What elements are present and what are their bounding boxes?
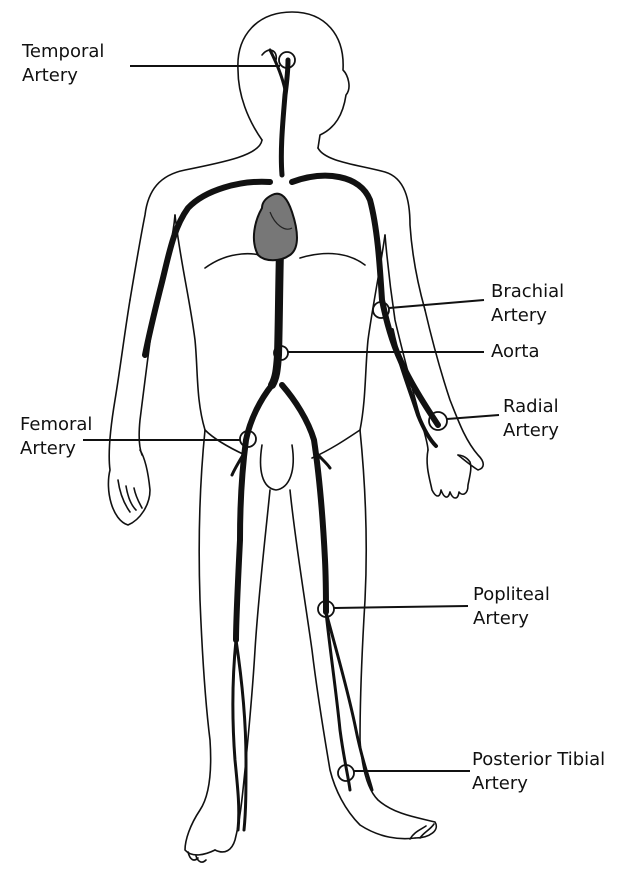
posterior-tibial-artery-label-line2: Artery	[472, 772, 605, 796]
temporal-artery-label-line1: Temporal	[22, 40, 104, 64]
groin-left	[205, 430, 245, 455]
radial-artery-label: Radial Artery	[503, 395, 559, 443]
left-iliac-artery	[236, 385, 272, 640]
brachial-artery-label-line2: Artery	[491, 304, 564, 328]
heart-icon	[254, 194, 297, 261]
right-lower-leg-artery-b	[326, 612, 372, 790]
radial-artery-label-line1: Radial	[503, 395, 559, 419]
torso-left	[175, 215, 205, 430]
femoral-artery-label-line1: Femoral	[20, 413, 92, 437]
left-subclavian-artery	[145, 182, 270, 355]
aorta-label-line1: Aorta	[491, 340, 540, 364]
temporal-artery-label-line2: Artery	[22, 64, 104, 88]
popliteal-leader-line	[334, 606, 468, 608]
brachial-artery-label-line1: Brachial	[491, 280, 564, 304]
right-leg-outer	[360, 430, 436, 838]
genitals	[261, 445, 294, 490]
brachial-leader-line	[389, 300, 484, 308]
popliteal-artery-label: Popliteal Artery	[473, 583, 550, 631]
radial-artery-label-line2: Artery	[503, 419, 559, 443]
temporal-branch	[270, 50, 285, 90]
head-outline	[238, 12, 349, 148]
left-arm-outer	[108, 300, 150, 525]
popliteal-artery-label-line2: Artery	[473, 607, 550, 631]
right-hand	[427, 450, 471, 498]
left-leg-outer	[185, 430, 215, 855]
right-shoulder	[318, 148, 425, 310]
radial-leader-line	[447, 415, 499, 419]
temporal-artery-label: Temporal Artery	[22, 40, 104, 88]
left-hand	[118, 480, 142, 512]
posterior-tibial-artery-label: Posterior Tibial Artery	[472, 748, 605, 796]
popliteal-artery-label-line1: Popliteal	[473, 583, 550, 607]
right-leg-inner	[290, 490, 415, 839]
groin-right	[312, 430, 360, 458]
brachial-artery-label: Brachial Artery	[491, 280, 564, 328]
descending-aorta	[272, 250, 280, 385]
femoral-artery-label: Femoral Artery	[20, 413, 92, 461]
left-shoulder	[130, 140, 262, 300]
femoral-artery-label-line2: Artery	[20, 437, 92, 461]
right-iliac-artery	[282, 385, 326, 612]
aorta-label: Aorta	[491, 340, 540, 364]
posterior-tibial-artery-label-line1: Posterior Tibial	[472, 748, 605, 772]
left-lower-leg-artery-a	[233, 640, 239, 830]
